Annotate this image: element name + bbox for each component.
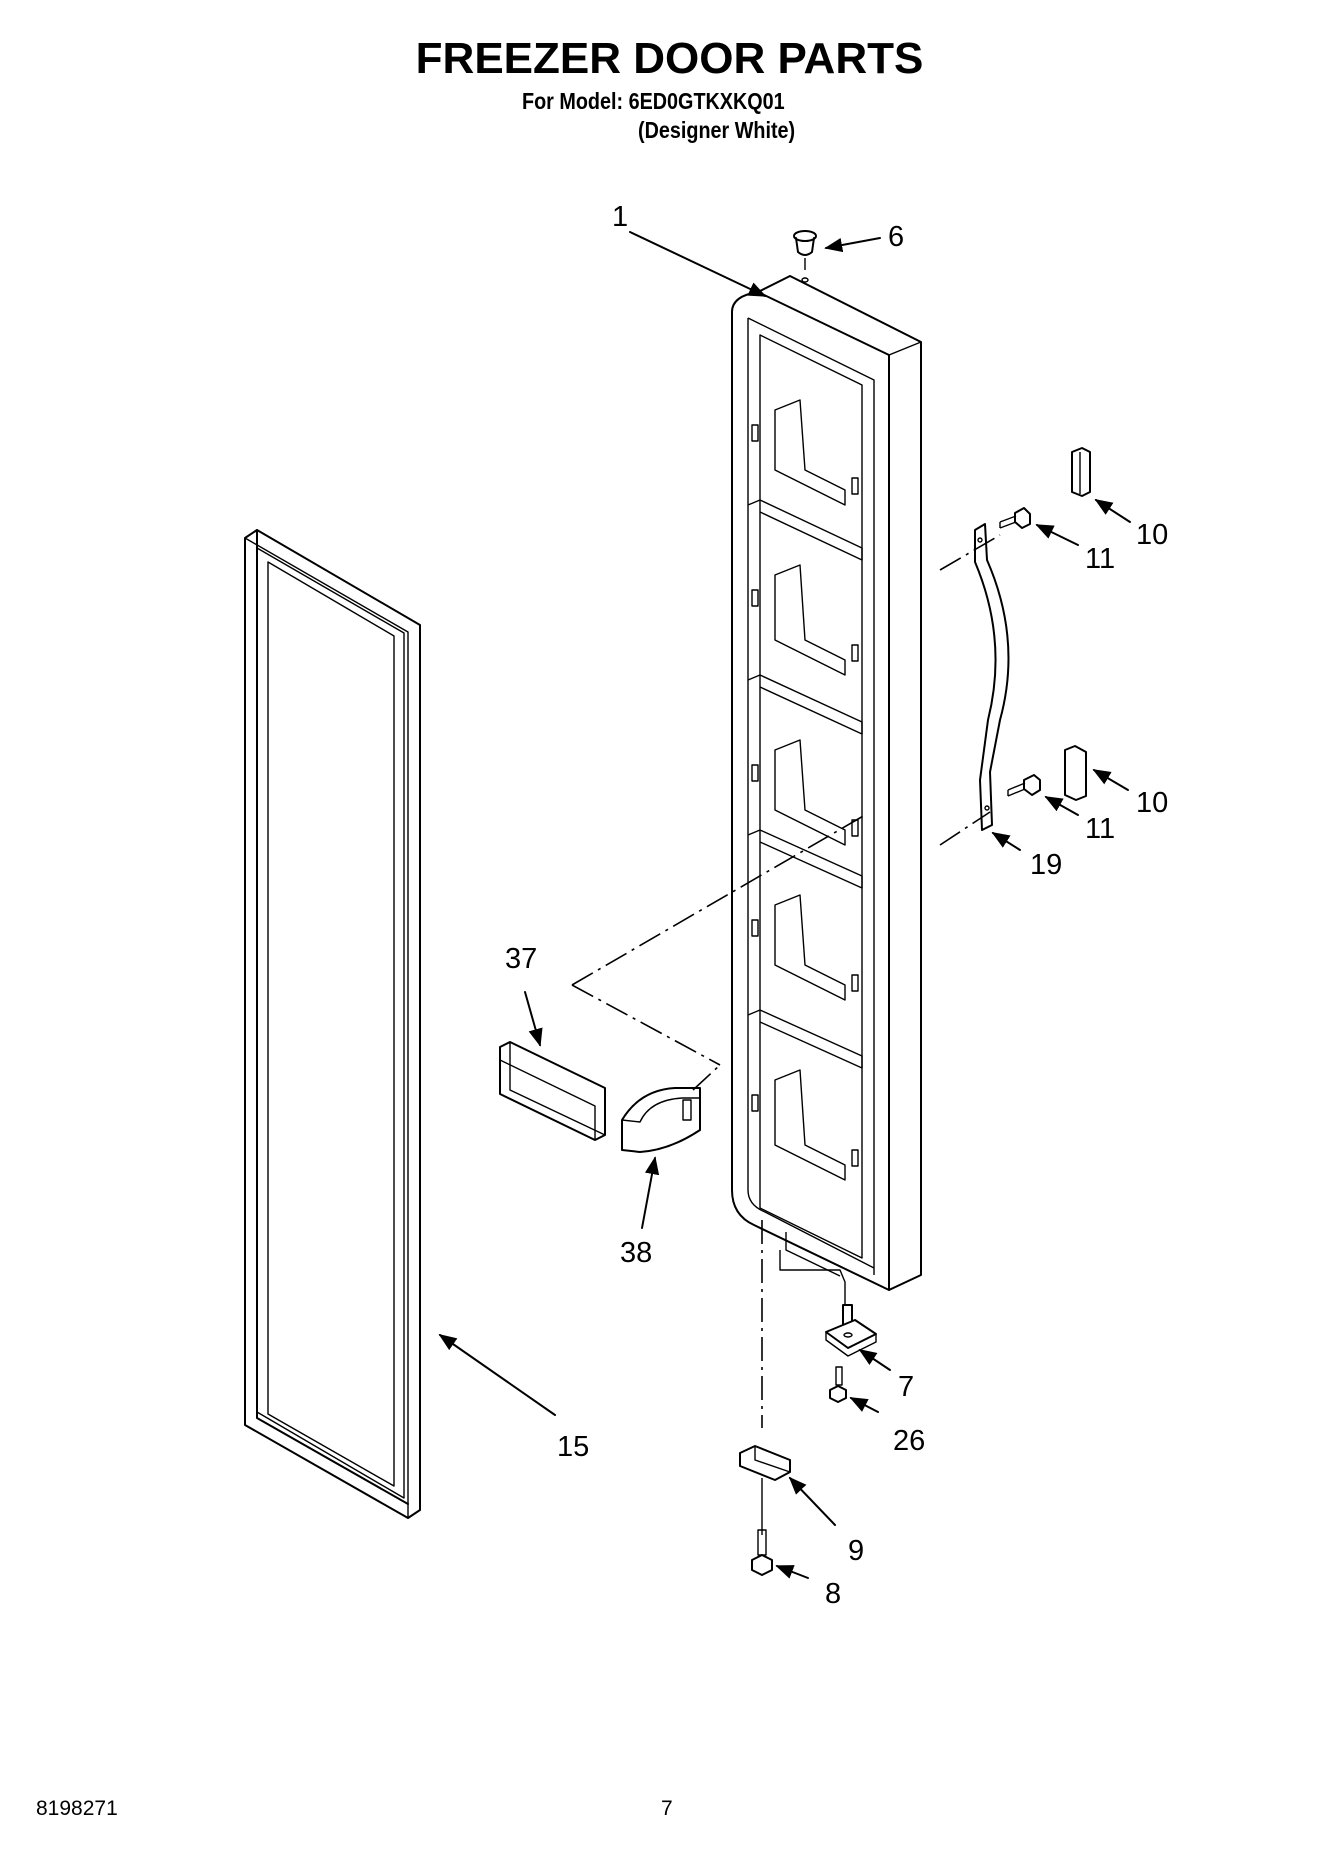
- document-number: 8198271: [36, 1797, 118, 1820]
- callout-19: 19: [1030, 849, 1062, 881]
- handle-trim-top: [1071, 447, 1091, 497]
- callout-7: 7: [898, 1371, 914, 1403]
- callout-arrow: [991, 832, 1021, 851]
- leader-line: [692, 1064, 721, 1091]
- callout-arrow: [788, 1476, 836, 1526]
- hinge-bracket: [739, 1445, 791, 1535]
- leader-line: [571, 984, 721, 1066]
- callout-11: 11: [1085, 543, 1115, 575]
- door-plug: [793, 230, 817, 283]
- callout-arrow: [1094, 499, 1131, 523]
- freezer-door-liner: [731, 275, 922, 1291]
- callout-11: 11: [1085, 813, 1115, 845]
- leader-line: [571, 814, 866, 986]
- hinge-screw: [829, 1366, 847, 1403]
- shelf-retainer: [499, 1041, 606, 1141]
- handle-screw-bottom: [1007, 774, 1041, 797]
- callout-arrow: [1044, 796, 1079, 816]
- callout-26: 26: [893, 1425, 925, 1457]
- callout-arrow: [858, 1349, 891, 1371]
- callout-arrow: [1092, 769, 1129, 791]
- callout-arrow: [849, 1397, 879, 1413]
- callout-38: 38: [620, 1237, 652, 1269]
- callout-arrow: [524, 991, 543, 1047]
- page-number: 7: [661, 1797, 673, 1820]
- model-variant: (Designer White): [638, 117, 796, 143]
- callout-arrow: [1035, 524, 1079, 546]
- bracket-screw: [751, 1529, 773, 1576]
- door-handle: [939, 523, 1010, 846]
- door-gasket: [244, 529, 421, 1519]
- callout-arrow: [775, 1565, 809, 1579]
- door-hinge-pin: [825, 1304, 877, 1357]
- handle-trim-bottom: [1064, 745, 1087, 801]
- callout-15: 15: [557, 1431, 589, 1463]
- callout-6: 6: [888, 221, 904, 253]
- callout-10: 10: [1136, 519, 1168, 551]
- callout-9: 9: [848, 1535, 864, 1567]
- page-title: FREEZER DOOR PARTS: [415, 34, 924, 83]
- model-number: For Model: 6ED0GTKXKQ01: [522, 88, 785, 114]
- callout-arrow: [824, 237, 881, 253]
- handle-screw-top: [999, 507, 1031, 529]
- callout-8: 8: [825, 1578, 841, 1610]
- callout-arrow: [641, 1156, 660, 1229]
- callout-10: 10: [1136, 787, 1168, 819]
- leader-line: [779, 1250, 846, 1310]
- callout-1: 1: [612, 201, 628, 233]
- callout-arrow: [438, 1333, 556, 1416]
- shelf-end-cap: [621, 1087, 701, 1153]
- callout-37: 37: [505, 943, 537, 975]
- callout-arrow: [629, 231, 767, 297]
